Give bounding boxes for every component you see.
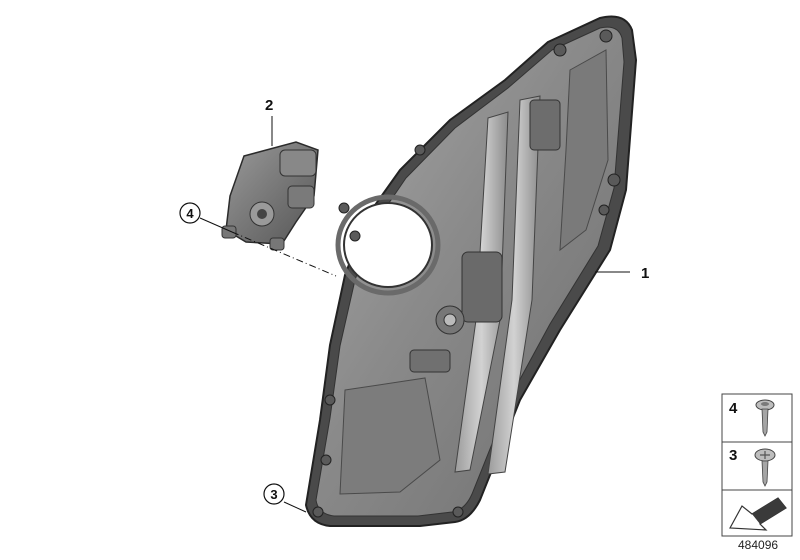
- callout-label-3: 3: [270, 487, 277, 502]
- panel-upper-pocket: [559, 49, 609, 252]
- leader-line-3: [283, 501, 307, 513]
- motor-connector: [287, 185, 315, 209]
- diagram-id: 484096: [738, 538, 779, 552]
- callout-label-1: 1: [641, 265, 649, 282]
- speaker-opening: [343, 202, 433, 288]
- motor-mount-tab-left: [221, 225, 237, 239]
- panel-lower-recess: [339, 377, 441, 495]
- window-regulator-motor[interactable]: [221, 141, 319, 251]
- arrow-symbol-icon: [729, 497, 787, 531]
- screw-torx-head-icon: [754, 448, 776, 487]
- mounting-tabs: [312, 29, 621, 518]
- fastener-legend: 4 3: [721, 393, 793, 537]
- speaker-rim: [335, 194, 441, 296]
- callout-label-2: 2: [265, 97, 273, 114]
- callout-circle-4: 4: [179, 202, 201, 224]
- callout-label-4: 4: [186, 206, 194, 221]
- leader-line-4-dashed: [231, 231, 337, 277]
- leader-lines: [199, 116, 630, 513]
- motor-mount-tab-right: [269, 237, 285, 251]
- leader-line-4: [199, 217, 233, 233]
- screw-washer-head-icon: [755, 399, 775, 437]
- legend-item-4-label: 4: [729, 400, 738, 417]
- legend-item-4[interactable]: 4: [729, 399, 775, 437]
- legend-item-3-label: 3: [729, 447, 737, 464]
- motor-gearbox: [279, 149, 317, 177]
- callout-circle-3: 3: [263, 483, 285, 505]
- regulator-mechanism: [409, 99, 561, 373]
- legend-item-3[interactable]: 3: [729, 447, 776, 487]
- regulator-rail-right: [487, 95, 541, 475]
- door-module-panel[interactable]: [304, 15, 638, 527]
- motor-output-shaft: [257, 209, 267, 219]
